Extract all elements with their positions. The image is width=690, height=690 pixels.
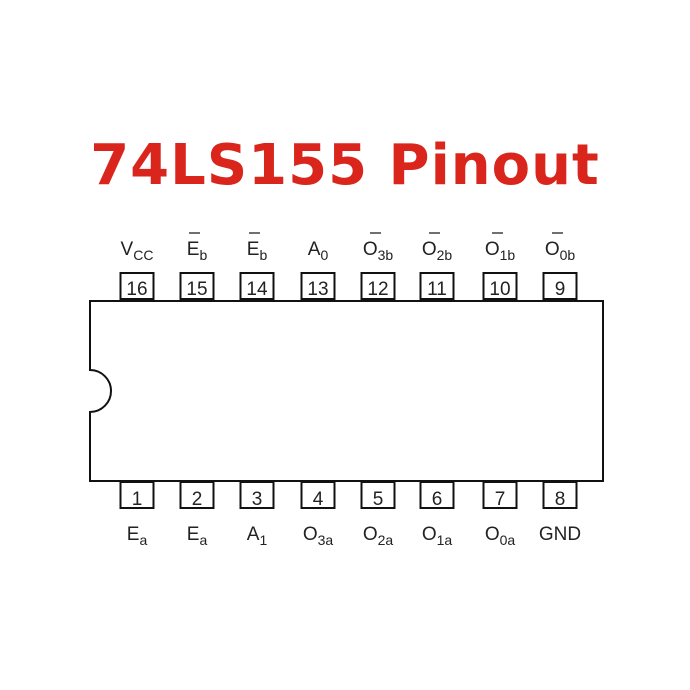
pin-9-label: O0b bbox=[545, 239, 576, 263]
pin-10-number: 10 bbox=[489, 279, 510, 300]
pin-15-lead bbox=[179, 272, 215, 300]
pin-5-number: 5 bbox=[373, 489, 384, 510]
pin-13-number: 13 bbox=[307, 279, 328, 300]
pin-2-number: 2 bbox=[192, 489, 203, 510]
page-title: 74LS155 Pinout bbox=[90, 133, 600, 198]
pin-16-label: VCC bbox=[121, 239, 154, 263]
pin-16-number: 16 bbox=[126, 279, 147, 300]
pin-5-label: O2a bbox=[363, 524, 394, 548]
pin-10-label: O1b bbox=[485, 239, 516, 263]
pin-2-label: Ea bbox=[187, 524, 208, 548]
pin-12-number: 12 bbox=[367, 279, 388, 300]
pin-8-lead bbox=[542, 481, 578, 509]
chip-body bbox=[89, 300, 604, 482]
pin-12-label: O3b bbox=[363, 239, 394, 263]
pin-15-number: 15 bbox=[186, 279, 207, 300]
pin-3-label: A1 bbox=[247, 524, 268, 548]
pin-11-lead bbox=[419, 272, 455, 300]
pin-3-number: 3 bbox=[252, 489, 263, 510]
pin-14-number: 14 bbox=[246, 279, 268, 300]
pin-11-number: 11 bbox=[427, 279, 447, 300]
pin-6-number: 6 bbox=[432, 489, 443, 510]
pin-15-label: Eb bbox=[187, 239, 208, 263]
pin-6-label: O1a bbox=[422, 524, 453, 548]
pin-16-lead bbox=[119, 272, 155, 300]
pin-13-lead bbox=[300, 272, 336, 300]
pin-4-label: O3a bbox=[303, 524, 334, 548]
pin-8-number: 8 bbox=[555, 489, 566, 510]
pin-14-lead bbox=[239, 272, 275, 300]
pin-14-label: Eb bbox=[247, 239, 268, 263]
pin-7-label: O0a bbox=[485, 524, 516, 548]
pin-13-label: A0 bbox=[308, 239, 329, 263]
top-pin-row: 16 VCC 15 Eb 14 Eb 13 A0 12 O3b 11 O2b 10 O1b 9 O0b bbox=[119, 232, 578, 300]
pin-11-label: O2b bbox=[422, 239, 453, 263]
pin-4-number: 4 bbox=[313, 489, 324, 510]
pin-1-lead bbox=[119, 481, 155, 509]
pin-7-lead bbox=[482, 481, 518, 509]
pin-2-lead bbox=[179, 481, 215, 509]
pin-12-lead bbox=[360, 272, 396, 300]
pin-10-lead bbox=[482, 272, 518, 300]
pin-8-label: GND bbox=[539, 524, 581, 545]
pin-9-number: 9 bbox=[555, 279, 566, 300]
pin-5-lead bbox=[360, 481, 396, 509]
pin-1-number: 1 bbox=[132, 489, 143, 510]
pin-7-number: 7 bbox=[495, 489, 506, 510]
pin-6-lead bbox=[419, 481, 455, 509]
pin-3-lead bbox=[239, 481, 275, 509]
pin-9-lead bbox=[542, 272, 578, 300]
pin-4-lead bbox=[300, 481, 336, 509]
pin-1-label: Ea bbox=[127, 524, 148, 548]
